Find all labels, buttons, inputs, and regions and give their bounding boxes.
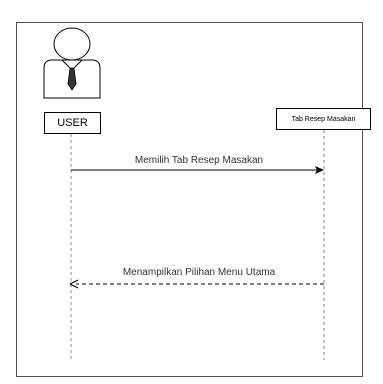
diagram-frame [16,22,363,377]
participant-tab-resep: Tab Resep Masakan [276,108,371,130]
participant-tab-resep-label: Tab Resep Masakan [291,115,356,123]
message-label-show-menu: Menampilkan Pilihan Menu Utama [122,267,276,278]
message-label-select-tab: Memilih Tab Resep Masakan [134,155,264,166]
participant-user: USER [44,112,101,134]
participant-user-label: USER [57,117,88,129]
